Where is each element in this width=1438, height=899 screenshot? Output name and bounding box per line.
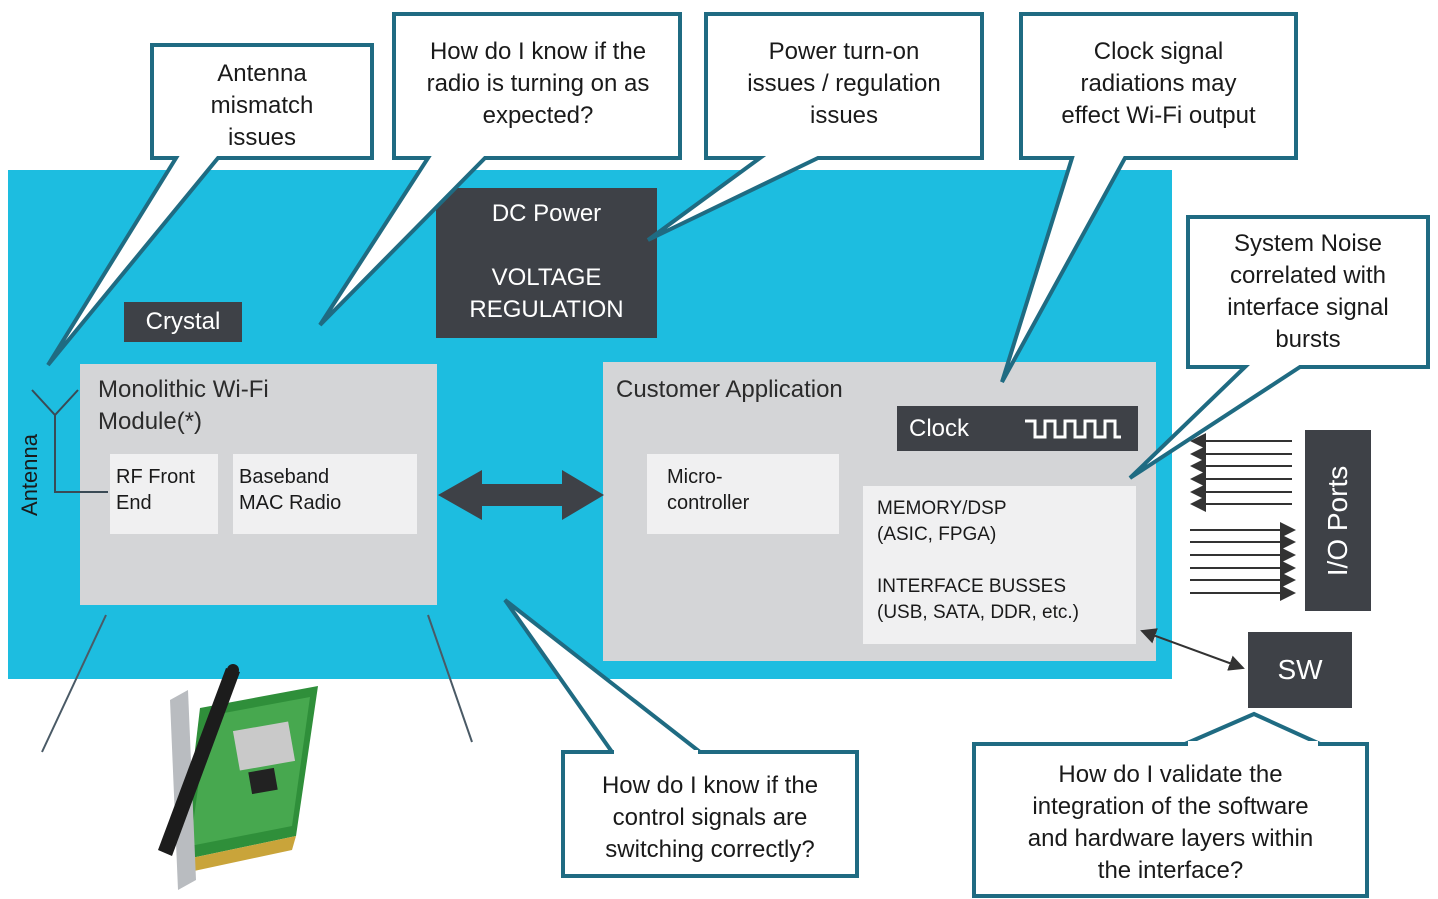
io-input-arrows	[1190, 433, 1292, 512]
callout-power-text: Power turn-on issues / regulation issues	[747, 38, 941, 129]
io-ports-block: I/O Ports	[1305, 430, 1371, 611]
sw-memory-arrow	[1140, 628, 1245, 671]
callout-software-text: How do I validate the integration of the…	[1027, 761, 1314, 884]
callout-noise	[1128, 215, 1430, 480]
wifi-module-block: Monolithic Wi-Fi Module(*) RF Front End …	[80, 364, 437, 605]
callout-radio	[318, 12, 682, 327]
callout-clock-text: Clock signal radiations may effect Wi-Fi…	[1061, 38, 1256, 129]
clock-block: Clock	[897, 406, 1138, 451]
callout-control-text: How do I know if the control signals are…	[601, 772, 819, 863]
clock-label: Clock	[909, 415, 970, 442]
crystal-block: Crystal	[124, 302, 242, 342]
sw-block: SW	[1248, 632, 1352, 708]
callout-control	[503, 598, 859, 878]
wifi-module-title: Monolithic Wi-Fi Module(*)	[98, 376, 269, 435]
antenna-symbol-icon	[31, 389, 108, 493]
dc-power-block: DC Power VOLTAGE REGULATION	[436, 188, 657, 338]
square-wave-icon	[1025, 419, 1121, 439]
rf-front-end-block: RF Front End	[110, 454, 218, 534]
callout-software-tail	[1184, 711, 1321, 746]
callout-clock	[1000, 12, 1298, 383]
baseband-block: Baseband MAC Radio	[233, 454, 417, 534]
double-arrow-icon	[438, 470, 604, 520]
microcontroller-block: Micro- controller	[647, 454, 839, 534]
callout-radio-text: How do I know if the radio is turning on…	[426, 38, 650, 129]
callout-noise-text: System Noise correlated with interface s…	[1227, 230, 1389, 353]
wifi-pci-card-image	[158, 664, 318, 890]
memory-interface-block: MEMORY/DSP (ASIC, FPGA) INTERFACE BUSSES…	[863, 486, 1136, 644]
io-output-arrows	[1190, 522, 1296, 601]
customer-application-title: Customer Application	[616, 376, 843, 403]
callout-line-right	[427, 614, 473, 743]
callout-antenna	[46, 43, 374, 367]
callout-line-left	[41, 614, 107, 753]
callout-power	[646, 12, 984, 242]
callout-antenna-text: Antenna mismatch issues	[210, 60, 314, 151]
